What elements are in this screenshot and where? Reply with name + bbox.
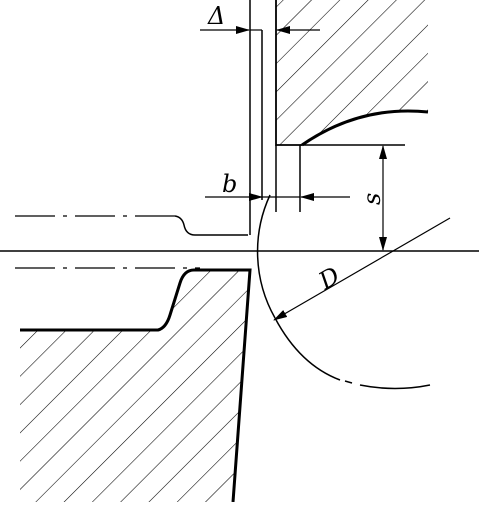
label-delta: Δ: [207, 2, 225, 30]
dimension-delta: Δ: [200, 2, 320, 34]
label-D: D: [313, 261, 345, 295]
lower-die-outline: [20, 268, 252, 503]
lower-die: [20, 268, 252, 503]
lower-die-hatch: [20, 270, 250, 502]
workpiece: [0, 215, 479, 269]
roller-dash: [344, 380, 353, 384]
label-s: s: [358, 193, 386, 205]
dimension-D: D: [273, 217, 451, 321]
roller-arc-tail: [359, 384, 431, 390]
strip-step: [174, 215, 248, 236]
dimension-b: b: [205, 170, 350, 201]
upper-tool-fillet: [301, 109, 429, 147]
roller-arc-dashed: [274, 317, 341, 381]
roller-circle: [256, 194, 431, 390]
upper-tool-hatch: [276, 0, 428, 145]
dimension-s: s: [358, 145, 387, 251]
label-b: b: [222, 170, 237, 198]
upper-tool: [275, 0, 429, 147]
D-leader: [273, 217, 451, 321]
roller-arc-solid: [256, 194, 276, 319]
